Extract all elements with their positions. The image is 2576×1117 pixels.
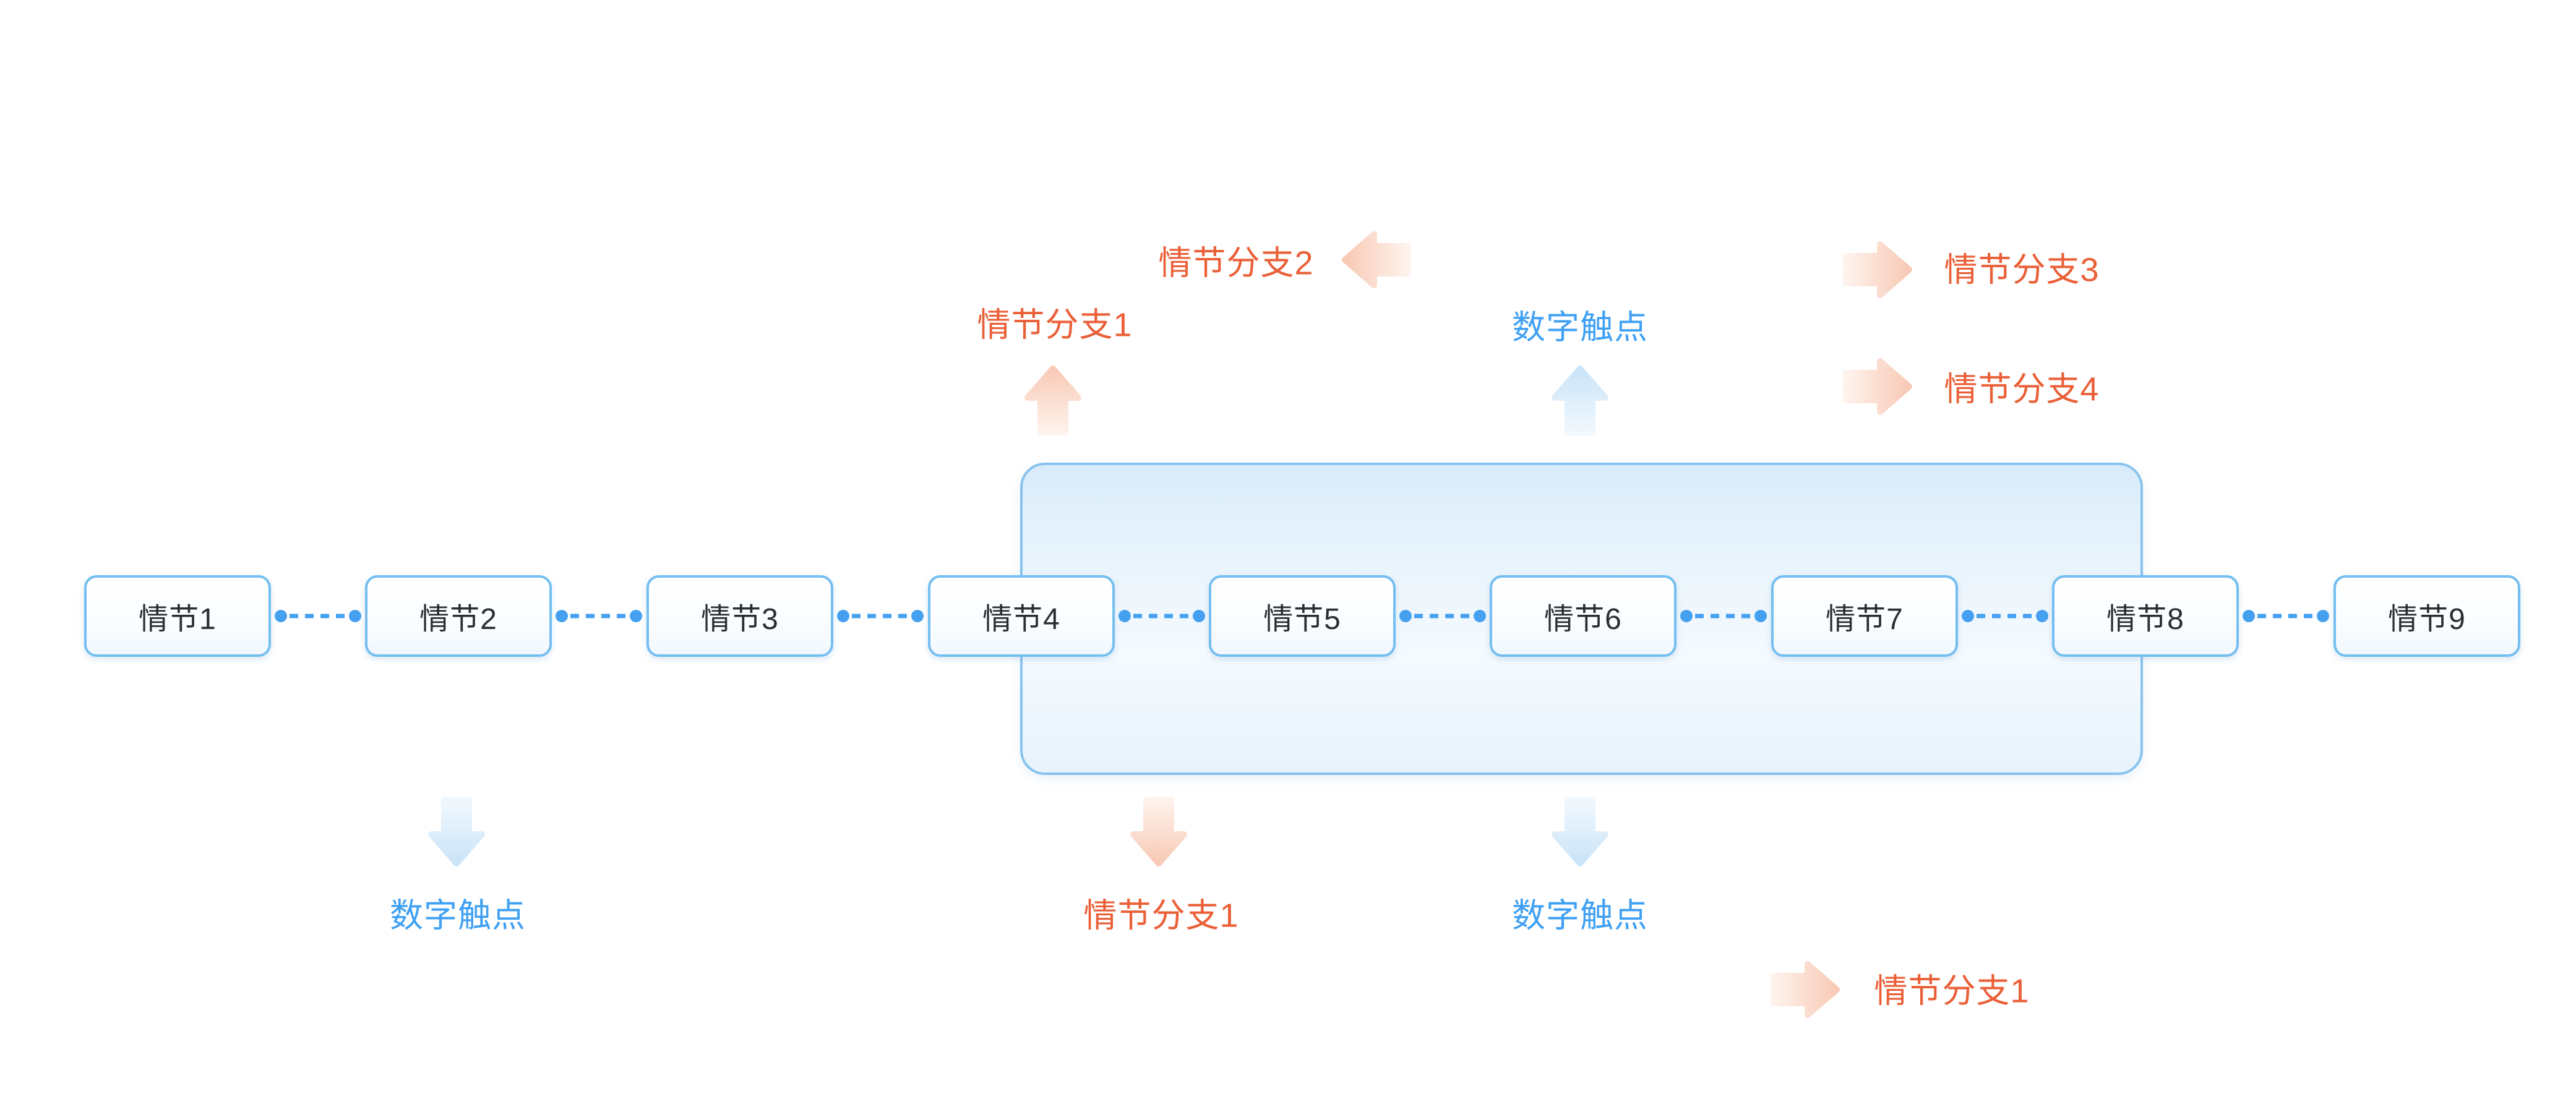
orange-left-arrow-icon [1341,231,1412,289]
connector-dotted-line [1677,609,1771,623]
plot-node-8: 情节8 [2052,575,2239,657]
label-digital-touchpoint-top: 数字触点 [1512,309,1648,346]
plot-node-3: 情节3 [646,575,833,657]
orange-right-arrow-icon [1842,357,1913,416]
blue-down-arrow-icon [1552,797,1608,867]
connector-dotted-line [2239,609,2333,623]
blue-up-arrow-icon [1552,365,1608,435]
label-plot-branch-3: 情节分支3 [1944,251,2100,289]
label-plot-branch-1-bottom-right: 情节分支1 [1874,972,2030,1010]
connector-dotted-line [833,609,927,623]
plot-node-5: 情节5 [1209,575,1396,657]
label-digital-touchpoint-bottom-left: 数字触点 [390,897,526,935]
connector-dotted-line [1115,609,1209,623]
plot-node-4: 情节4 [928,575,1115,657]
orange-right-arrow-icon [1770,961,1840,1019]
label-plot-branch-2: 情节分支2 [1158,244,1314,282]
label-plot-branch-1-top: 情节分支1 [977,306,1133,344]
orange-up-arrow-icon [1024,365,1081,435]
label-plot-branch-1-bottom: 情节分支1 [1083,897,1239,935]
connector-dotted-line [271,609,365,623]
plot-node-2: 情节2 [365,575,552,657]
connector-dotted-line [552,609,646,623]
label-digital-touchpoint-bottom-right: 数字触点 [1512,897,1648,935]
blue-down-arrow-icon [428,797,485,867]
orange-down-arrow-icon [1130,797,1187,867]
plot-node-6: 情节6 [1490,575,1677,657]
plot-node-1: 情节1 [84,575,271,657]
label-plot-branch-4: 情节分支4 [1944,370,2100,408]
plot-node-7: 情节7 [1771,575,1958,657]
plot-node-9: 情节9 [2333,575,2520,657]
connector-dotted-line [1958,609,2052,623]
orange-right-arrow-icon [1842,241,1913,299]
connector-dotted-line [1396,609,1490,623]
